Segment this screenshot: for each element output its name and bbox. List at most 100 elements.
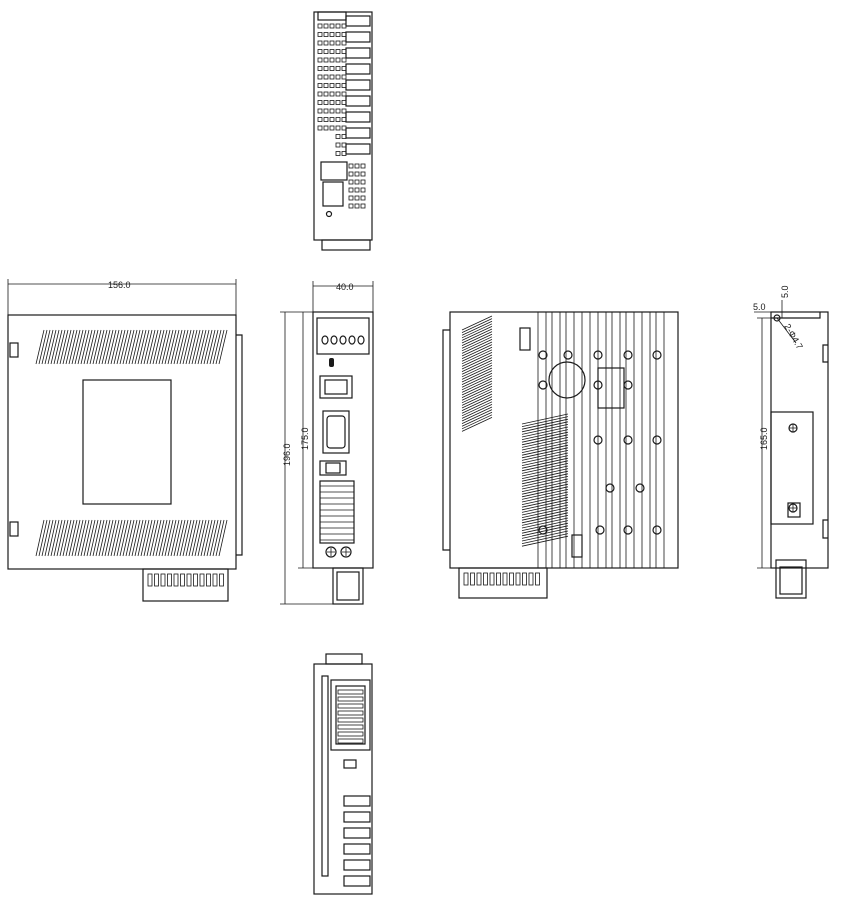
vent-square xyxy=(329,66,335,71)
vent-slot xyxy=(191,329,201,365)
vent-slot xyxy=(122,329,132,365)
mount-hole xyxy=(635,483,645,493)
top-view xyxy=(313,11,373,251)
vent-slot xyxy=(101,519,111,557)
vent-slot xyxy=(137,519,147,557)
vent-square xyxy=(329,83,335,88)
vent-slot xyxy=(161,329,171,365)
vent-slot xyxy=(179,329,189,365)
vent-slot xyxy=(68,329,78,365)
vent-square xyxy=(335,108,341,114)
vent-slot xyxy=(206,329,216,365)
mount-hole xyxy=(652,435,662,445)
connector-pin xyxy=(528,572,534,586)
vent-slot xyxy=(137,329,147,365)
vent-slot xyxy=(337,738,364,744)
heatsink-fin xyxy=(345,15,371,27)
vent-square xyxy=(360,203,366,209)
vent-slot xyxy=(44,519,54,557)
vent-slot xyxy=(164,519,174,557)
mount-hole xyxy=(652,525,662,535)
heatsink-rib xyxy=(551,311,561,569)
vent-square xyxy=(360,187,366,193)
vent-square xyxy=(341,91,347,97)
vent-slot xyxy=(461,344,493,359)
heatsink-rib xyxy=(655,311,665,569)
vent-slot xyxy=(59,329,69,365)
connector-pin xyxy=(522,572,527,586)
heatsink-fin xyxy=(343,843,371,855)
heatsink-fin xyxy=(343,827,371,839)
vent-slot xyxy=(59,519,69,557)
vent-square xyxy=(317,83,323,88)
vent-square xyxy=(323,32,329,37)
vent-slot xyxy=(212,519,222,557)
vent-square xyxy=(317,40,323,46)
vent-square xyxy=(317,74,323,80)
heatsink-fin xyxy=(343,811,371,823)
vent-slot xyxy=(212,329,222,365)
vent-slot xyxy=(461,328,493,344)
vent-slot xyxy=(56,329,66,365)
vent-slot xyxy=(38,519,48,557)
vent-slot xyxy=(143,519,153,557)
vent-square xyxy=(335,49,341,54)
vent-slot xyxy=(461,352,493,367)
vent-slot xyxy=(53,329,63,365)
vent-square xyxy=(317,117,323,122)
mount-hole xyxy=(623,525,633,535)
vent-square xyxy=(317,32,323,37)
vent-square xyxy=(329,23,335,29)
left-side-view xyxy=(7,314,243,602)
vent-slot xyxy=(215,519,225,557)
vent-slot xyxy=(164,329,174,365)
vent-square xyxy=(323,49,329,54)
vent-slot xyxy=(155,519,165,557)
vent-square xyxy=(335,91,341,97)
vent-slot xyxy=(80,329,90,365)
vent-slot xyxy=(461,380,493,396)
vent-square xyxy=(360,179,366,185)
vent-square xyxy=(335,23,341,29)
vent-slot xyxy=(461,385,493,401)
vent-slot xyxy=(74,329,84,365)
heatsink-fin xyxy=(345,79,371,91)
vent-square xyxy=(341,108,347,114)
vent-slot xyxy=(170,329,180,365)
vent-slot xyxy=(71,329,81,365)
vent-square xyxy=(341,57,347,63)
vent-slot xyxy=(95,329,105,365)
connector-pin xyxy=(496,572,501,586)
vent-square xyxy=(335,74,341,80)
heatsink-fin xyxy=(345,31,371,43)
vent-slot xyxy=(188,519,198,557)
vent-square xyxy=(354,163,360,169)
vent-slot xyxy=(170,519,180,557)
vent-slot xyxy=(95,519,105,557)
vent-slot xyxy=(98,329,108,365)
heatsink-fin xyxy=(343,875,371,887)
connector-pin xyxy=(470,572,475,586)
vent-slot xyxy=(203,519,213,557)
heatsink-rib xyxy=(641,311,651,569)
vent-slot xyxy=(461,370,493,385)
mount-view xyxy=(770,311,829,599)
vent-slot xyxy=(119,329,129,365)
vent-square xyxy=(335,57,341,63)
mount-hole xyxy=(605,483,615,493)
vent-slot xyxy=(83,519,93,557)
vent-slot xyxy=(146,329,156,365)
vent-slot xyxy=(461,414,493,430)
vent-slot xyxy=(185,329,195,365)
vent-slot xyxy=(83,329,93,365)
dim-front-width: 40.0 xyxy=(336,282,354,292)
vent-slot xyxy=(200,329,210,365)
vent-slot xyxy=(461,383,493,398)
led-digit xyxy=(348,335,356,345)
vent-slot xyxy=(74,519,84,557)
vent-square xyxy=(348,187,354,193)
vent-square xyxy=(317,23,323,29)
heatsink-fin xyxy=(343,795,371,807)
vent-square xyxy=(329,100,335,105)
vent-square xyxy=(335,125,341,131)
